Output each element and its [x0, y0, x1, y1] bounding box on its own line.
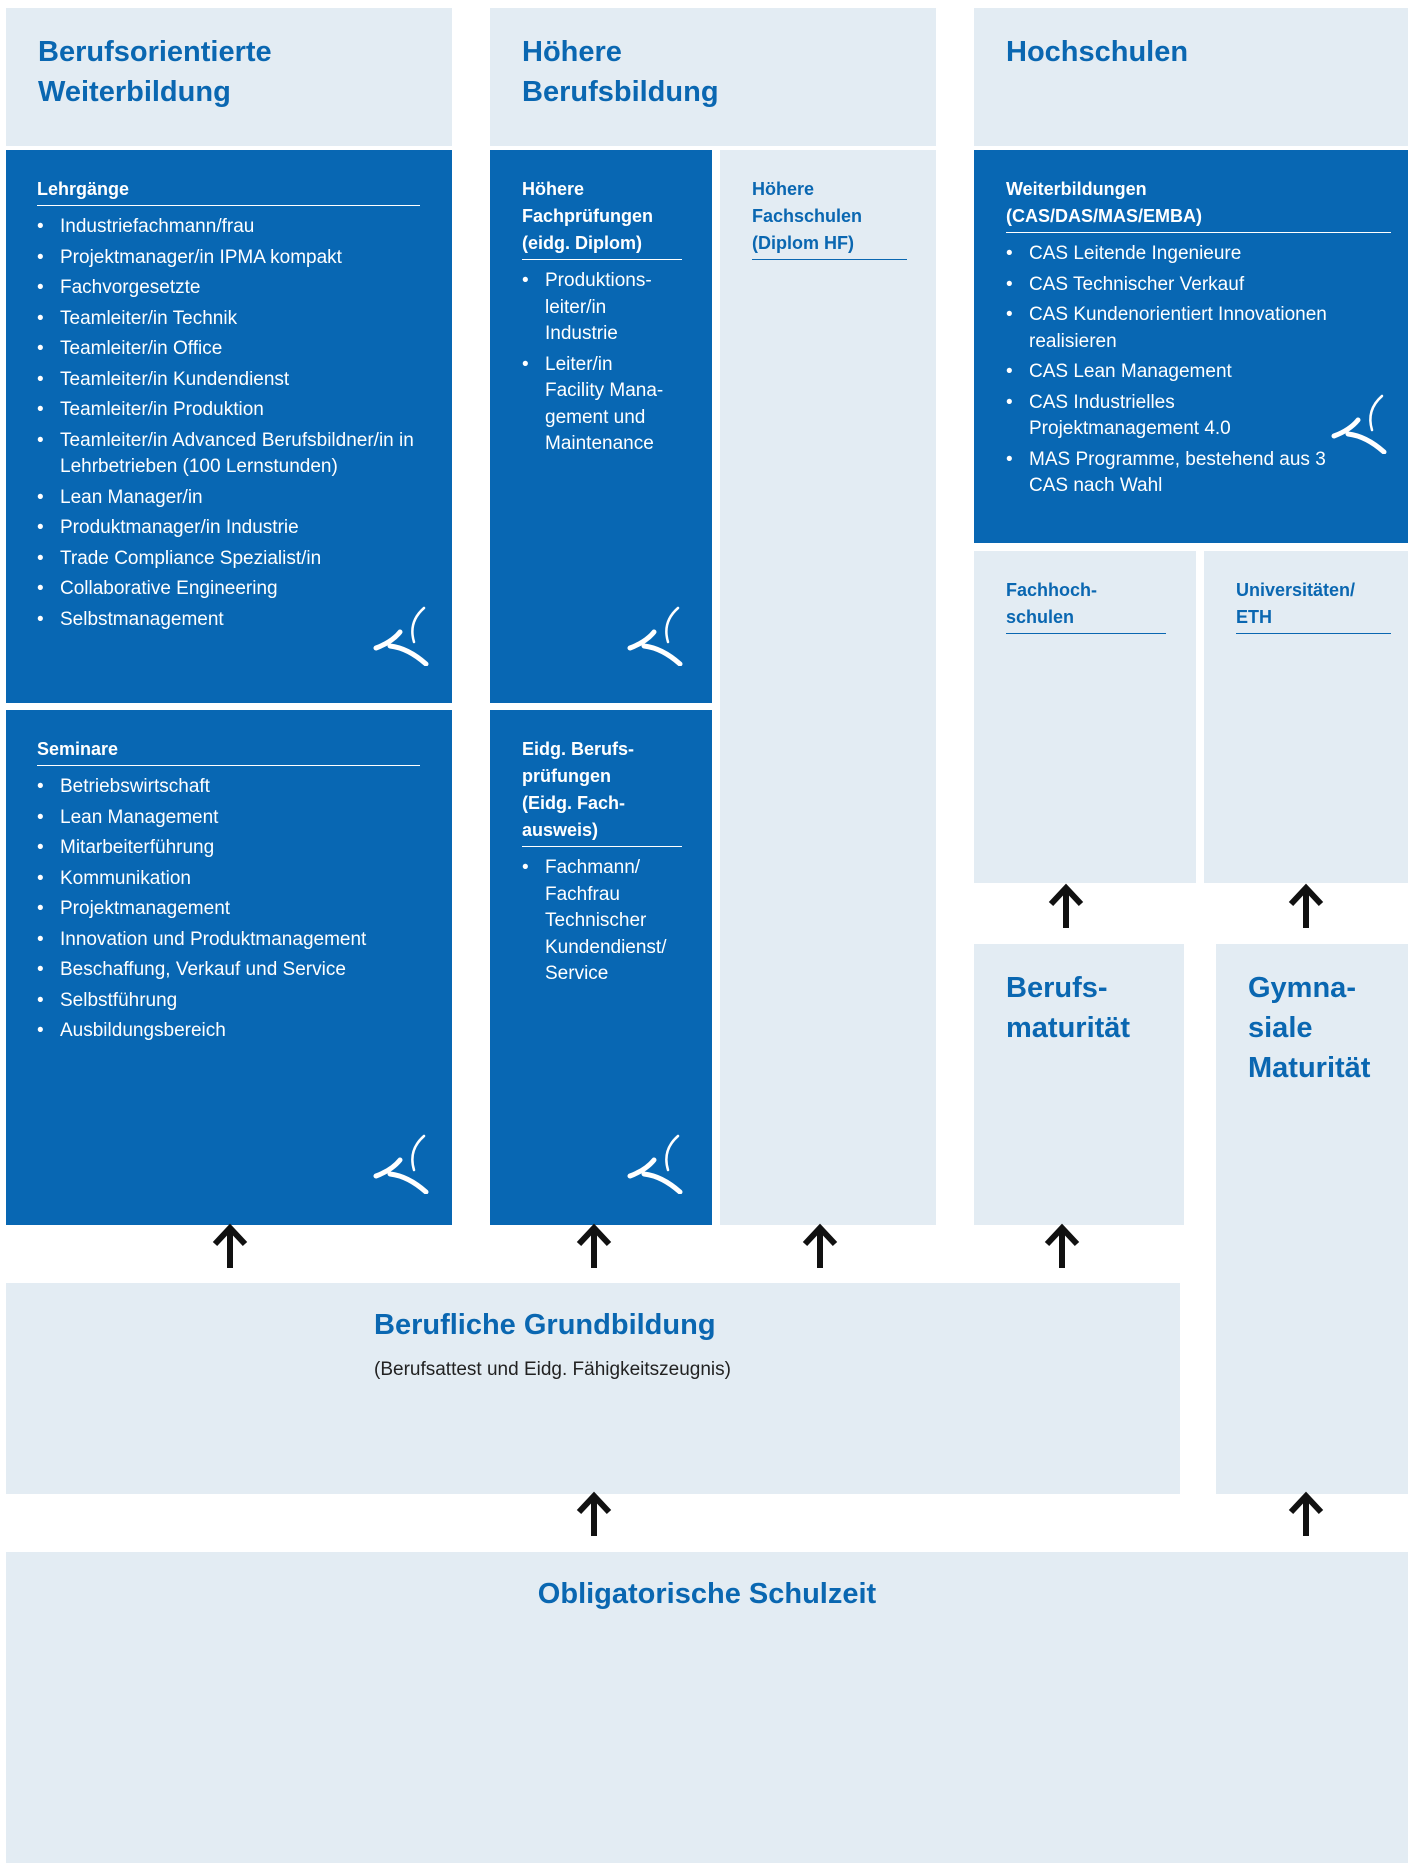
column-title: Berufsorientierte Weiterbildung: [38, 36, 272, 108]
list-item: Fachmann/FachfrauTechnischerKundendienst…: [522, 855, 682, 988]
berufsmaturitaet-title: Berufs-maturität: [1006, 972, 1131, 1044]
list-item: Collaborative Engineering: [37, 576, 420, 603]
column-title: Höhere Berufsbildung: [522, 36, 719, 108]
column-title: Hochschulen: [1006, 36, 1189, 68]
list-item: CAS Industrielles Projektmanagement 4.0: [1006, 390, 1346, 443]
lehrgaenge-box: Lehrgänge Industriefachmann/frauProjektm…: [6, 150, 452, 703]
logo-icon: [373, 1134, 429, 1194]
list-item: Teamleiter/in Office: [37, 336, 420, 363]
lehrgaenge-title: Lehrgänge: [37, 176, 420, 206]
arrow-up-icon: [1044, 1223, 1080, 1268]
list-item: Trade Compliance Spezialist/in: [37, 546, 420, 573]
fachhochschulen-title: Fachhoch-schulen: [1006, 577, 1166, 634]
list-item: CAS Technischer Verkauf: [1006, 272, 1346, 299]
seminare-title: Seminare: [37, 736, 420, 766]
weiterbildungen-list: CAS Leitende IngenieureCAS Technischer V…: [1006, 241, 1346, 500]
header-hoehere-berufsbildung: Höhere Berufsbildung: [490, 8, 936, 146]
list-item: Projektmanagement: [37, 896, 420, 923]
berufsmaturitaet-box: Berufs-maturität: [974, 944, 1184, 1225]
header-hochschulen: Hochschulen: [974, 8, 1408, 146]
arrow-up-icon: [212, 1223, 248, 1268]
list-item: Teamleiter/in Advanced Berufsbildner/in …: [37, 428, 420, 481]
logo-icon: [627, 1134, 683, 1194]
list-item: Teamleiter/in Technik: [37, 306, 420, 333]
schulzeit-box: Obligatorische Schulzeit: [6, 1552, 1408, 1863]
list-item: Produktmanager/in Industrie: [37, 515, 420, 542]
logo-icon: [627, 606, 683, 666]
lehrgaenge-list: Industriefachmann/frauProjektmanager/in …: [37, 214, 420, 633]
arrow-up-icon: [576, 1491, 612, 1536]
weiterbildungen-title: Weiterbildungen(CAS/DAS/MAS/EMBA): [1006, 176, 1391, 233]
list-item: Betriebswirtschaft: [37, 774, 420, 801]
list-item: Innovation und Produktmanagement: [37, 927, 420, 954]
seminare-list: BetriebswirtschaftLean ManagementMitarbe…: [37, 774, 420, 1045]
list-item: Industriefachmann/frau: [37, 214, 420, 241]
hoehere-fachschulen-title: Höhere Fachschulen (Diplom HF): [752, 176, 907, 260]
list-item: Selbstführung: [37, 988, 420, 1015]
arrow-up-icon: [1048, 883, 1084, 928]
list-item: CAS Leitende Ingenieure: [1006, 241, 1346, 268]
list-item: CAS Lean Management: [1006, 359, 1346, 386]
grundbildung-box: Berufliche Grundbildung (Berufsattest un…: [6, 1283, 1180, 1494]
list-item: MAS Programme, bestehend aus 3 CAS nach …: [1006, 447, 1346, 500]
list-item: Mitarbeiterführung: [37, 835, 420, 862]
seminare-box: Seminare BetriebswirtschaftLean Manageme…: [6, 710, 452, 1225]
grundbildung-title: Berufliche Grundbildung: [374, 1309, 716, 1341]
universitaeten-box: Universitäten/ETH: [1204, 551, 1408, 883]
grundbildung-subtitle: (Berufsattest und Eidg. Fähigkeitszeugni…: [374, 1359, 731, 1380]
arrow-up-icon: [1288, 883, 1324, 928]
logo-icon: [373, 606, 429, 666]
list-item: Projektmanager/in IPMA kompakt: [37, 245, 420, 272]
logo-icon: [1331, 394, 1387, 454]
arrow-up-icon: [576, 1223, 612, 1268]
fachhochschulen-box: Fachhoch-schulen: [974, 551, 1196, 883]
hoehere-fachschulen-box: Höhere Fachschulen (Diplom HF): [720, 150, 936, 1225]
list-item: Selbstmanagement: [37, 607, 420, 634]
header-berufsorientierte-weiterbildung: Berufsorientierte Weiterbildung: [6, 8, 452, 146]
berufspruefungen-list: Fachmann/FachfrauTechnischerKundendienst…: [522, 855, 682, 988]
berufspruefungen-title: Eidg. Berufs-prüfungen(Eidg. Fach-auswei…: [522, 736, 682, 847]
list-item: Teamleiter/in Kundendienst: [37, 367, 420, 394]
universitaeten-title: Universitäten/ETH: [1236, 577, 1391, 634]
list-item: Beschaffung, Verkauf und Service: [37, 957, 420, 984]
list-item: Fachvorgesetzte: [37, 275, 420, 302]
weiterbildungen-box: Weiterbildungen(CAS/DAS/MAS/EMBA) CAS Le…: [974, 150, 1408, 543]
arrow-up-icon: [802, 1223, 838, 1268]
schulzeit-title: Obligatorische Schulzeit: [537, 1578, 877, 1610]
list-item: Lean Management: [37, 805, 420, 832]
list-item: Ausbildungsbereich: [37, 1018, 420, 1045]
list-item: Teamleiter/in Produktion: [37, 397, 420, 424]
list-item: Kommunikation: [37, 866, 420, 893]
hoehere-fachpruefungen-title: Höhere Fachprüfungen (eidg. Diplom): [522, 176, 682, 260]
arrow-up-icon: [1288, 1491, 1324, 1536]
list-item: CAS Kundenorientiert Innovationen realis…: [1006, 302, 1346, 355]
list-item: Lean Manager/in: [37, 485, 420, 512]
